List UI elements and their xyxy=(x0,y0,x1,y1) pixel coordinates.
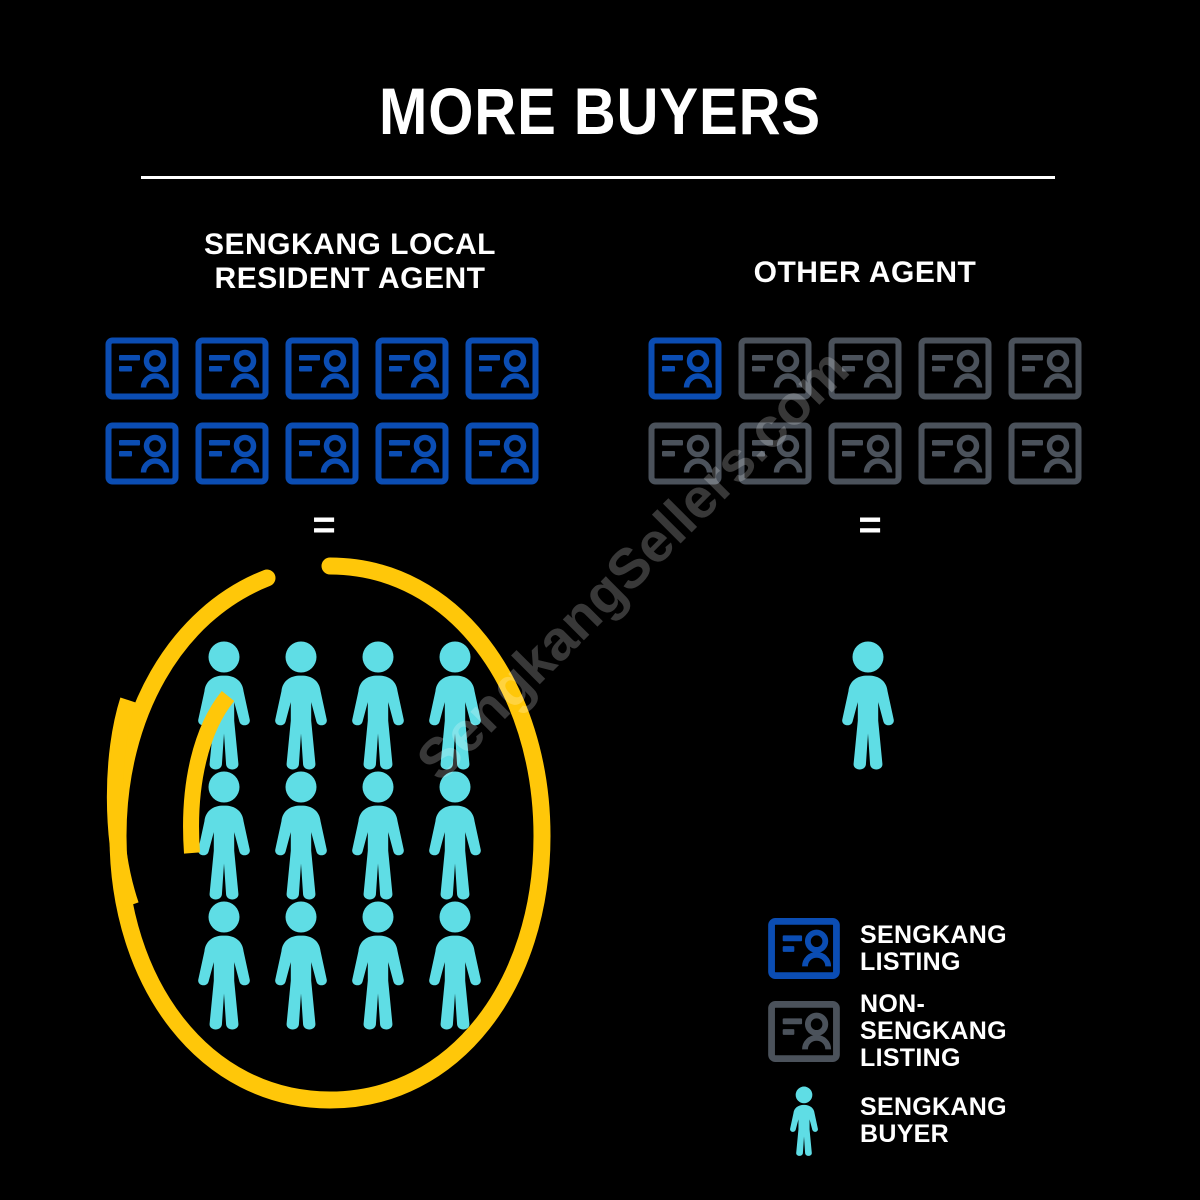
legend-label-line2: SENGKANG xyxy=(860,1017,1007,1045)
sengkang-listing-card-icon xyxy=(648,337,722,400)
sengkang-buyer-person-icon xyxy=(275,771,327,900)
non-sengkang-listing-card-icon xyxy=(828,337,902,400)
left-column-heading-line2: RESIDENT AGENT xyxy=(214,261,486,295)
legend-item-label: SENGKANG BUYER xyxy=(860,1094,1007,1148)
sengkang-buyer-person-icon xyxy=(352,641,404,770)
legend-label-line2: LISTING xyxy=(860,947,961,976)
legend-label-line1: NON- xyxy=(860,990,926,1018)
sengkang-listing-card-icon xyxy=(195,337,269,400)
right-column-heading-line1: OTHER AGENT xyxy=(753,256,977,289)
sengkang-buyer-person-icon xyxy=(429,901,481,1030)
title-divider xyxy=(141,176,1055,179)
sengkang-buyer-person-icon xyxy=(198,901,250,1030)
sengkang-buyer-person-icon xyxy=(275,901,327,1030)
legend-item-label: SENGKANG LISTING xyxy=(860,920,1007,976)
sengkang-buyer-person-icon xyxy=(352,771,404,900)
non-sengkang-listing-card-icon xyxy=(768,1001,840,1062)
legend-item-sengkang-buyer: SENGKANG BUYER xyxy=(768,1084,1188,1158)
sengkang-buyer-person-icon xyxy=(352,901,404,1030)
legend-label-line3: LISTING xyxy=(860,1044,961,1072)
non-sengkang-listing-card-icon xyxy=(918,422,992,485)
sengkang-buyer-person-icon xyxy=(198,641,250,770)
left-column-heading-line1: SENGKANG LOCAL xyxy=(204,228,496,261)
non-sengkang-listing-card-icon xyxy=(738,422,812,485)
left-buyer-pictogram-group xyxy=(188,640,491,1030)
non-sengkang-listing-card-icon xyxy=(918,337,992,400)
non-sengkang-listing-card-icon xyxy=(1008,422,1082,485)
sengkang-buyer-person-icon xyxy=(768,1084,840,1158)
legend-label-line1: SENGKANG xyxy=(860,1093,1007,1121)
page-title: MORE BUYERS xyxy=(378,74,822,148)
sengkang-listing-card-icon xyxy=(195,422,269,485)
sengkang-listing-card-icon xyxy=(285,337,359,400)
non-sengkang-listing-card-icon xyxy=(1008,337,1082,400)
sengkang-buyer-person-icon xyxy=(275,641,327,770)
left-equals-sign: = xyxy=(312,503,336,547)
sengkang-listing-card-icon xyxy=(105,337,179,400)
sengkang-listing-card-icon xyxy=(465,337,539,400)
right-equals-sign: = xyxy=(858,503,882,547)
legend-label-line2: BUYER xyxy=(860,1120,950,1148)
non-sengkang-listing-card-icon xyxy=(828,422,902,485)
right-column-heading: OTHER AGENT xyxy=(630,256,1100,290)
non-sengkang-listing-card-icon xyxy=(648,422,722,485)
sengkang-listing-card-icon xyxy=(285,422,359,485)
non-sengkang-listing-card-icon xyxy=(738,337,812,400)
legend-item-non-sengkang-listing: NON- SENGKANG LISTING xyxy=(768,991,1188,1072)
legend: SENGKANG LISTING NON- SENGKANG LISTING xyxy=(768,918,1188,1158)
sengkang-listing-card-icon xyxy=(465,422,539,485)
legend-item-label: NON- SENGKANG LISTING xyxy=(860,991,1007,1072)
right-buyer-pictogram-group xyxy=(832,640,904,770)
legend-label-line1: SENGKANG xyxy=(860,920,1007,949)
sengkang-listing-card-icon xyxy=(768,918,840,979)
sengkang-listing-card-icon xyxy=(105,422,179,485)
sengkang-listing-card-icon xyxy=(375,337,449,400)
right-listing-card-grid xyxy=(648,337,1082,485)
sengkang-buyer-person-icon xyxy=(842,641,894,770)
legend-item-sengkang-listing: SENGKANG LISTING xyxy=(768,918,1188,979)
left-listing-card-grid xyxy=(105,337,539,485)
left-column-heading: SENGKANG LOCAL RESIDENT AGENT xyxy=(90,228,610,295)
sengkang-listing-card-icon xyxy=(375,422,449,485)
sengkang-buyer-person-icon xyxy=(198,771,250,900)
